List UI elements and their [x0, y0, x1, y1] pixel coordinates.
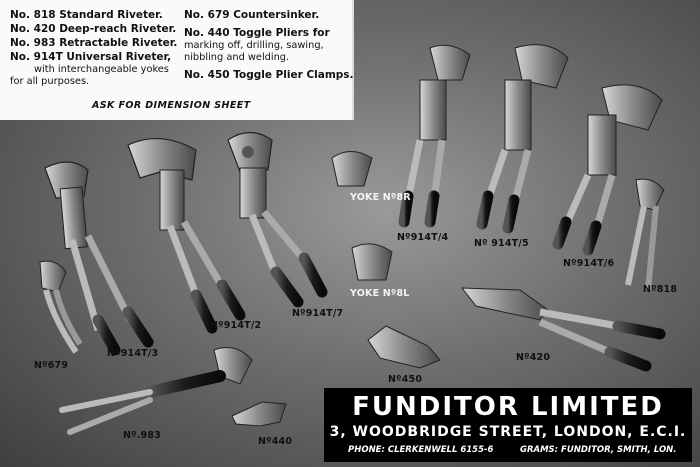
countersinker-679-image	[39, 260, 83, 354]
yoke-8l-image	[351, 243, 393, 281]
riveter-914t4-image	[398, 44, 471, 228]
label-679: Nº679	[34, 360, 69, 371]
product-679: No. 679 Countersinker.	[184, 9, 320, 21]
label-yoke-8l: YOKE Nº8L	[350, 288, 410, 299]
product-818: No. 818 Standard Riveter.	[10, 9, 163, 21]
riveter-420-image	[460, 287, 666, 372]
product-list-left: No. 818 Standard Riveter. No. 420 Deep-r…	[10, 8, 186, 88]
product-914t-desc-1: with interchangeable yokes	[34, 64, 169, 75]
riveter-914t2-image	[127, 137, 246, 334]
riveter-914t3-image	[44, 161, 154, 356]
toggle-pliers-440-image	[231, 401, 287, 427]
company-name: FUNDITOR LIMITED	[352, 392, 664, 422]
riveter-914t7-image	[227, 131, 328, 308]
label-983: Nº.983	[123, 430, 161, 441]
label-yoke-8r: YOKE Nº8R	[350, 192, 411, 203]
product-914t: No. 914T Universal Riveter,	[10, 51, 172, 63]
company-banner: FUNDITOR LIMITED 3, WOODBRIDGE STREET, L…	[324, 388, 692, 462]
yoke-8r-image	[331, 151, 373, 187]
company-phone: PHONE: CLERKENWELL 6155-6	[348, 445, 494, 455]
label-450: Nº450	[388, 374, 423, 385]
label-914t-6: Nº914T/6	[563, 258, 615, 269]
product-440: No. 440 Toggle Pliers for	[184, 27, 330, 39]
product-440-desc-1: marking off, drilling, sawing,	[184, 40, 324, 51]
label-914t-4: Nº914T/4	[397, 232, 449, 243]
riveter-818-image	[625, 178, 665, 291]
riveter-914t5-image	[476, 44, 569, 234]
product-list-right: No. 679 Countersinker. No. 440 Toggle Pl…	[184, 8, 354, 82]
label-440: Nº440	[258, 436, 293, 447]
label-914t-2: Nº914T/2	[210, 320, 262, 331]
label-914t-7: Nº914T/7	[292, 308, 344, 319]
company-telegrams: GRAMS: FUNDITOR, SMITH, LON.	[520, 445, 677, 455]
label-420: Nº420	[516, 352, 551, 363]
product-983: No. 983 Retractable Riveter.	[10, 37, 178, 49]
product-914t-desc-2: for all purposes.	[10, 76, 90, 87]
product-440-desc-2: nibbling and welding.	[184, 52, 290, 63]
product-450: No. 450 Toggle Plier Clamps.	[184, 69, 354, 81]
label-914t-3: Nº914T/3	[107, 348, 159, 359]
product-420: No. 420 Deep-reach Riveter.	[10, 23, 177, 35]
product-list: No. 818 Standard Riveter. No. 420 Deep-r…	[0, 0, 354, 120]
plier-clamp-450-image	[367, 325, 441, 369]
riveter-914t6-image	[552, 84, 663, 256]
riveter-983-image	[59, 347, 253, 435]
label-914t-5: Nº 914T/5	[474, 238, 529, 249]
label-818: Nº818	[643, 284, 678, 295]
company-address: 3, WOODBRIDGE STREET, LONDON, E.C.I.	[329, 424, 687, 440]
ask-dimension-sheet: ASK FOR DIMENSION SHEET	[92, 100, 251, 111]
